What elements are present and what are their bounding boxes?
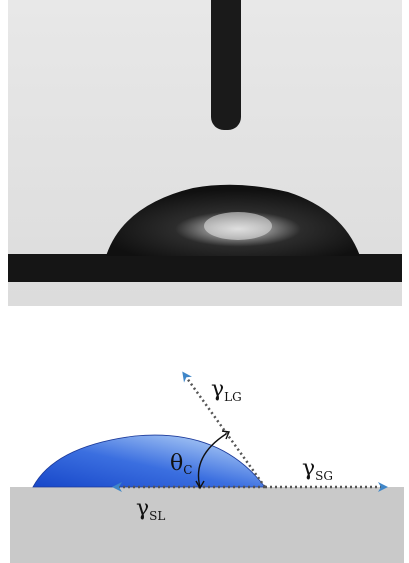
- substrate: [10, 487, 404, 563]
- schematic: γLG γSG γSL θC: [10, 371, 404, 563]
- label-gamma-lg: γLG: [211, 377, 242, 404]
- gamma-lg-line: [182, 371, 267, 488]
- label-theta-c: θC: [170, 451, 192, 477]
- photo-substrate: [8, 254, 402, 282]
- droplet: [32, 434, 266, 488]
- contact-angle-arc: [197, 433, 227, 488]
- droplet-photo: [8, 0, 402, 306]
- dispensing-needle: [211, 0, 241, 130]
- label-gamma-sg: γSG: [302, 456, 333, 483]
- label-gamma-sl: γSL: [136, 496, 165, 523]
- young-equation-diagram: γLG γSG γSL θC: [0, 318, 409, 563]
- droplet-photo-panel: [8, 0, 402, 306]
